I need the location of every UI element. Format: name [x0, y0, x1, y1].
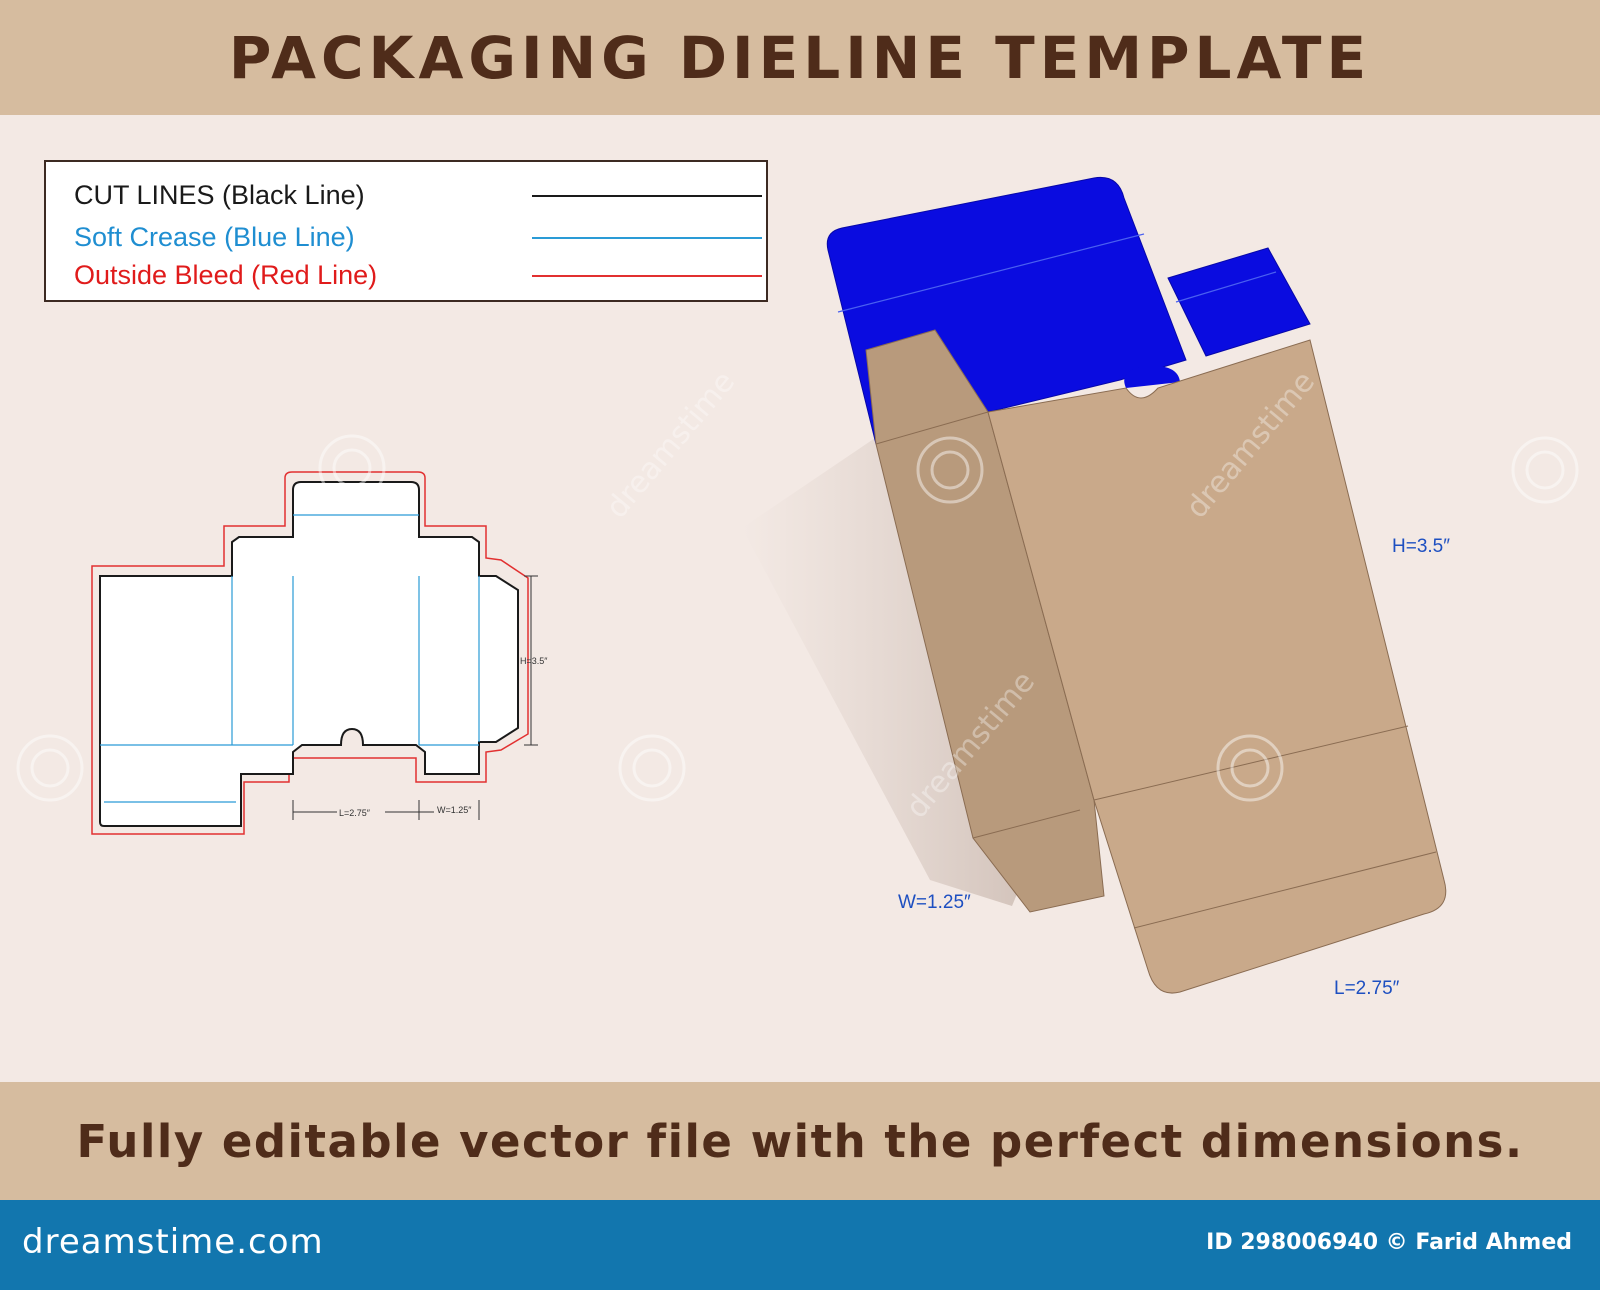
- watermark-spiral-icon: [1511, 436, 1579, 504]
- legend-soft-crease: Soft Crease (Blue Line): [74, 219, 762, 255]
- side-panel-fold: [875, 411, 989, 445]
- watermark-spiral-icon: [30, 748, 70, 788]
- front-panel-bottom-fold: [1133, 851, 1437, 929]
- dieline-height-label: H=3.5″: [520, 656, 548, 666]
- flat-dieline: H=3.5″ L=2.75″ W=1.25″: [91, 471, 548, 835]
- watermark-spiral-icon: [930, 450, 970, 490]
- watermark-spiral-icon: [16, 734, 84, 802]
- box-width-label: W=1.25″: [898, 892, 971, 913]
- dieline-length-label: L=2.75″: [339, 808, 371, 818]
- bleed-outline: [91, 471, 529, 835]
- watermark-spiral-icon: [916, 436, 984, 504]
- legend-bleed-label: Outside Bleed (Red Line): [74, 260, 378, 290]
- legend-soft-swatch: [532, 237, 762, 239]
- title-band: PACKAGING DIELINE TEMPLATE: [0, 0, 1600, 115]
- legend-bleed-swatch: [532, 275, 762, 277]
- dreamstime-logo[interactable]: dreamstime.com: [22, 1222, 324, 1262]
- box-mockup: H=3.5″ W=1.25″ L=2.75″: [742, 176, 1450, 999]
- legend-box: CUT LINES (Black Line) Soft Crease (Blue…: [44, 160, 768, 302]
- crease-lines: [100, 514, 480, 803]
- box-side-panel: [865, 329, 1105, 913]
- box-length-label: L=2.75″: [1334, 978, 1400, 999]
- front-panel-fold: [1093, 725, 1409, 801]
- box-height-label: H=3.5″: [1392, 536, 1450, 557]
- legend-soft-label: Soft Crease (Blue Line): [74, 222, 355, 252]
- blue-flap-crease-small: [1175, 271, 1277, 303]
- legend-outside-bleed: Outside Bleed (Red Line): [74, 257, 762, 293]
- watermark-spiral-icon: [632, 748, 672, 788]
- image-credit: ID 298006940 © Farid Ahmed: [1206, 1230, 1572, 1255]
- cut-outline: [99, 481, 519, 827]
- watermark-spiral-icon: [332, 448, 372, 488]
- dieline-width-label: W=1.25″: [437, 805, 472, 815]
- legend-cut-label: CUT LINES (Black Line): [74, 180, 365, 210]
- watermark-spiral-icon: [1216, 734, 1284, 802]
- legend-cut-swatch: [532, 195, 762, 197]
- tagline: Fully editable vector file with the perf…: [76, 1114, 1524, 1168]
- watermark-spiral-icon: [1230, 748, 1270, 788]
- page-title: PACKAGING DIELINE TEMPLATE: [228, 23, 1372, 92]
- watermark-spiral-icon: [318, 434, 386, 502]
- dieline-dimension-marks: [292, 575, 538, 820]
- box-front-panel: [987, 339, 1447, 994]
- watermark-spiral-icon: [618, 734, 686, 802]
- watermark-layer: [16, 434, 1579, 802]
- tagline-band: Fully editable vector file with the perf…: [0, 1082, 1600, 1200]
- watermark-text: dreamstime: [599, 365, 742, 526]
- side-panel-bottom-fold: [972, 809, 1081, 839]
- legend-cut-lines: CUT LINES (Black Line): [74, 177, 762, 213]
- blue-top-flap-small: [1167, 247, 1311, 357]
- watermark-spiral-icon: [1525, 450, 1565, 490]
- blue-flap-crease: [837, 233, 1145, 313]
- footer-bar: dreamstime.com ID 298006940 © Farid Ahme…: [0, 1200, 1600, 1290]
- thumb-notch: [1124, 365, 1180, 388]
